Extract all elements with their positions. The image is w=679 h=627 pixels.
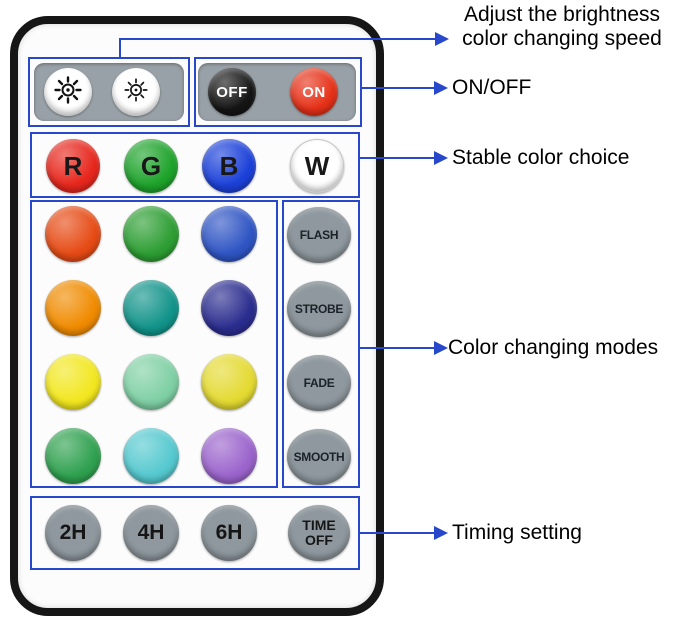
color-button[interactable] bbox=[201, 354, 257, 410]
time-off-line2: OFF bbox=[304, 532, 333, 548]
red-button-label: R bbox=[63, 150, 83, 181]
brightness-up-button[interactable] bbox=[44, 68, 92, 116]
blue-button[interactable]: B bbox=[202, 139, 256, 193]
timer-2h-button[interactable]: 2H bbox=[45, 505, 101, 561]
color-button[interactable] bbox=[45, 206, 101, 262]
red-button[interactable]: R bbox=[46, 139, 100, 193]
mode-group-outline bbox=[282, 200, 360, 488]
white-button[interactable]: W bbox=[290, 139, 344, 193]
timer-2h-label: 2H bbox=[59, 521, 87, 544]
timer-6h-label: 6H bbox=[215, 521, 243, 544]
fade-button-label: FADE bbox=[303, 376, 335, 390]
stable-annotation-label: Stable color choice bbox=[452, 146, 630, 169]
timing-annotation-line bbox=[360, 532, 434, 534]
stable-annotation-line bbox=[360, 157, 434, 159]
timing-arrow-icon bbox=[434, 526, 448, 540]
color-button[interactable] bbox=[123, 428, 179, 484]
stable-arrow-icon bbox=[434, 151, 448, 165]
smooth-button[interactable]: SMOOTH bbox=[287, 429, 351, 485]
flash-button-label: FLASH bbox=[299, 228, 339, 242]
time-off-button[interactable]: TIME OFF bbox=[288, 505, 350, 561]
timing-annotation-label: Timing setting bbox=[452, 521, 582, 544]
brightness-group-outline bbox=[28, 57, 190, 127]
timer-4h-label: 4H bbox=[137, 521, 165, 544]
brightness-up-icon bbox=[53, 75, 83, 110]
timer-4h-button[interactable]: 4H bbox=[123, 505, 179, 561]
time-off-line1: TIME bbox=[302, 517, 336, 534]
timer-6h-button[interactable]: 6H bbox=[201, 505, 257, 561]
timing-group-outline bbox=[30, 496, 360, 570]
time-off-label: TIME OFF bbox=[302, 518, 335, 547]
color-button[interactable] bbox=[45, 354, 101, 410]
on-button[interactable]: ON bbox=[290, 68, 338, 116]
off-button[interactable]: OFF bbox=[208, 68, 256, 116]
flash-button[interactable]: FLASH bbox=[287, 207, 351, 263]
green-button-label: G bbox=[140, 150, 162, 181]
color-button[interactable] bbox=[45, 280, 101, 336]
modes-annotation-line bbox=[360, 347, 434, 349]
fade-button[interactable]: FADE bbox=[287, 355, 351, 411]
onoff-arrow-icon bbox=[434, 81, 448, 95]
strobe-button-label: STROBE bbox=[294, 302, 344, 316]
green-button[interactable]: G bbox=[124, 139, 178, 193]
color-button[interactable] bbox=[123, 280, 179, 336]
brightness-down-icon bbox=[122, 76, 150, 109]
color-button[interactable] bbox=[201, 280, 257, 336]
brightness-arrow-icon bbox=[435, 32, 449, 46]
power-group-outline bbox=[194, 57, 362, 127]
color-button[interactable] bbox=[45, 428, 101, 484]
onoff-annotation-label: ON/OFF bbox=[452, 76, 532, 99]
color-button[interactable] bbox=[201, 428, 257, 484]
brightness-annotation-line1: Adjust the brightness bbox=[463, 3, 661, 26]
smooth-button-label: SMOOTH bbox=[293, 450, 345, 464]
white-button-label: W bbox=[304, 150, 330, 181]
color-button[interactable] bbox=[123, 354, 179, 410]
color-grid-group-outline bbox=[30, 200, 278, 488]
modes-annotation-label: Color changing modes bbox=[448, 336, 659, 359]
color-button[interactable] bbox=[123, 206, 179, 262]
stable-color-group-outline bbox=[30, 132, 360, 198]
off-button-label: OFF bbox=[216, 83, 248, 101]
brightness-annotation-line2: color changing speed bbox=[462, 27, 662, 51]
brightness-down-button[interactable] bbox=[112, 68, 160, 116]
color-button[interactable] bbox=[201, 206, 257, 262]
strobe-button[interactable]: STROBE bbox=[287, 281, 351, 337]
brightness-annotation-label: Adjust the brightness color changing spe… bbox=[448, 3, 676, 51]
blue-button-label: B bbox=[219, 150, 239, 181]
on-button-label: ON bbox=[302, 83, 326, 101]
onoff-annotation-line bbox=[362, 87, 434, 89]
brightness-annotation-line bbox=[119, 38, 435, 40]
modes-arrow-icon bbox=[434, 341, 448, 355]
brightness-annotation-line bbox=[119, 38, 121, 57]
